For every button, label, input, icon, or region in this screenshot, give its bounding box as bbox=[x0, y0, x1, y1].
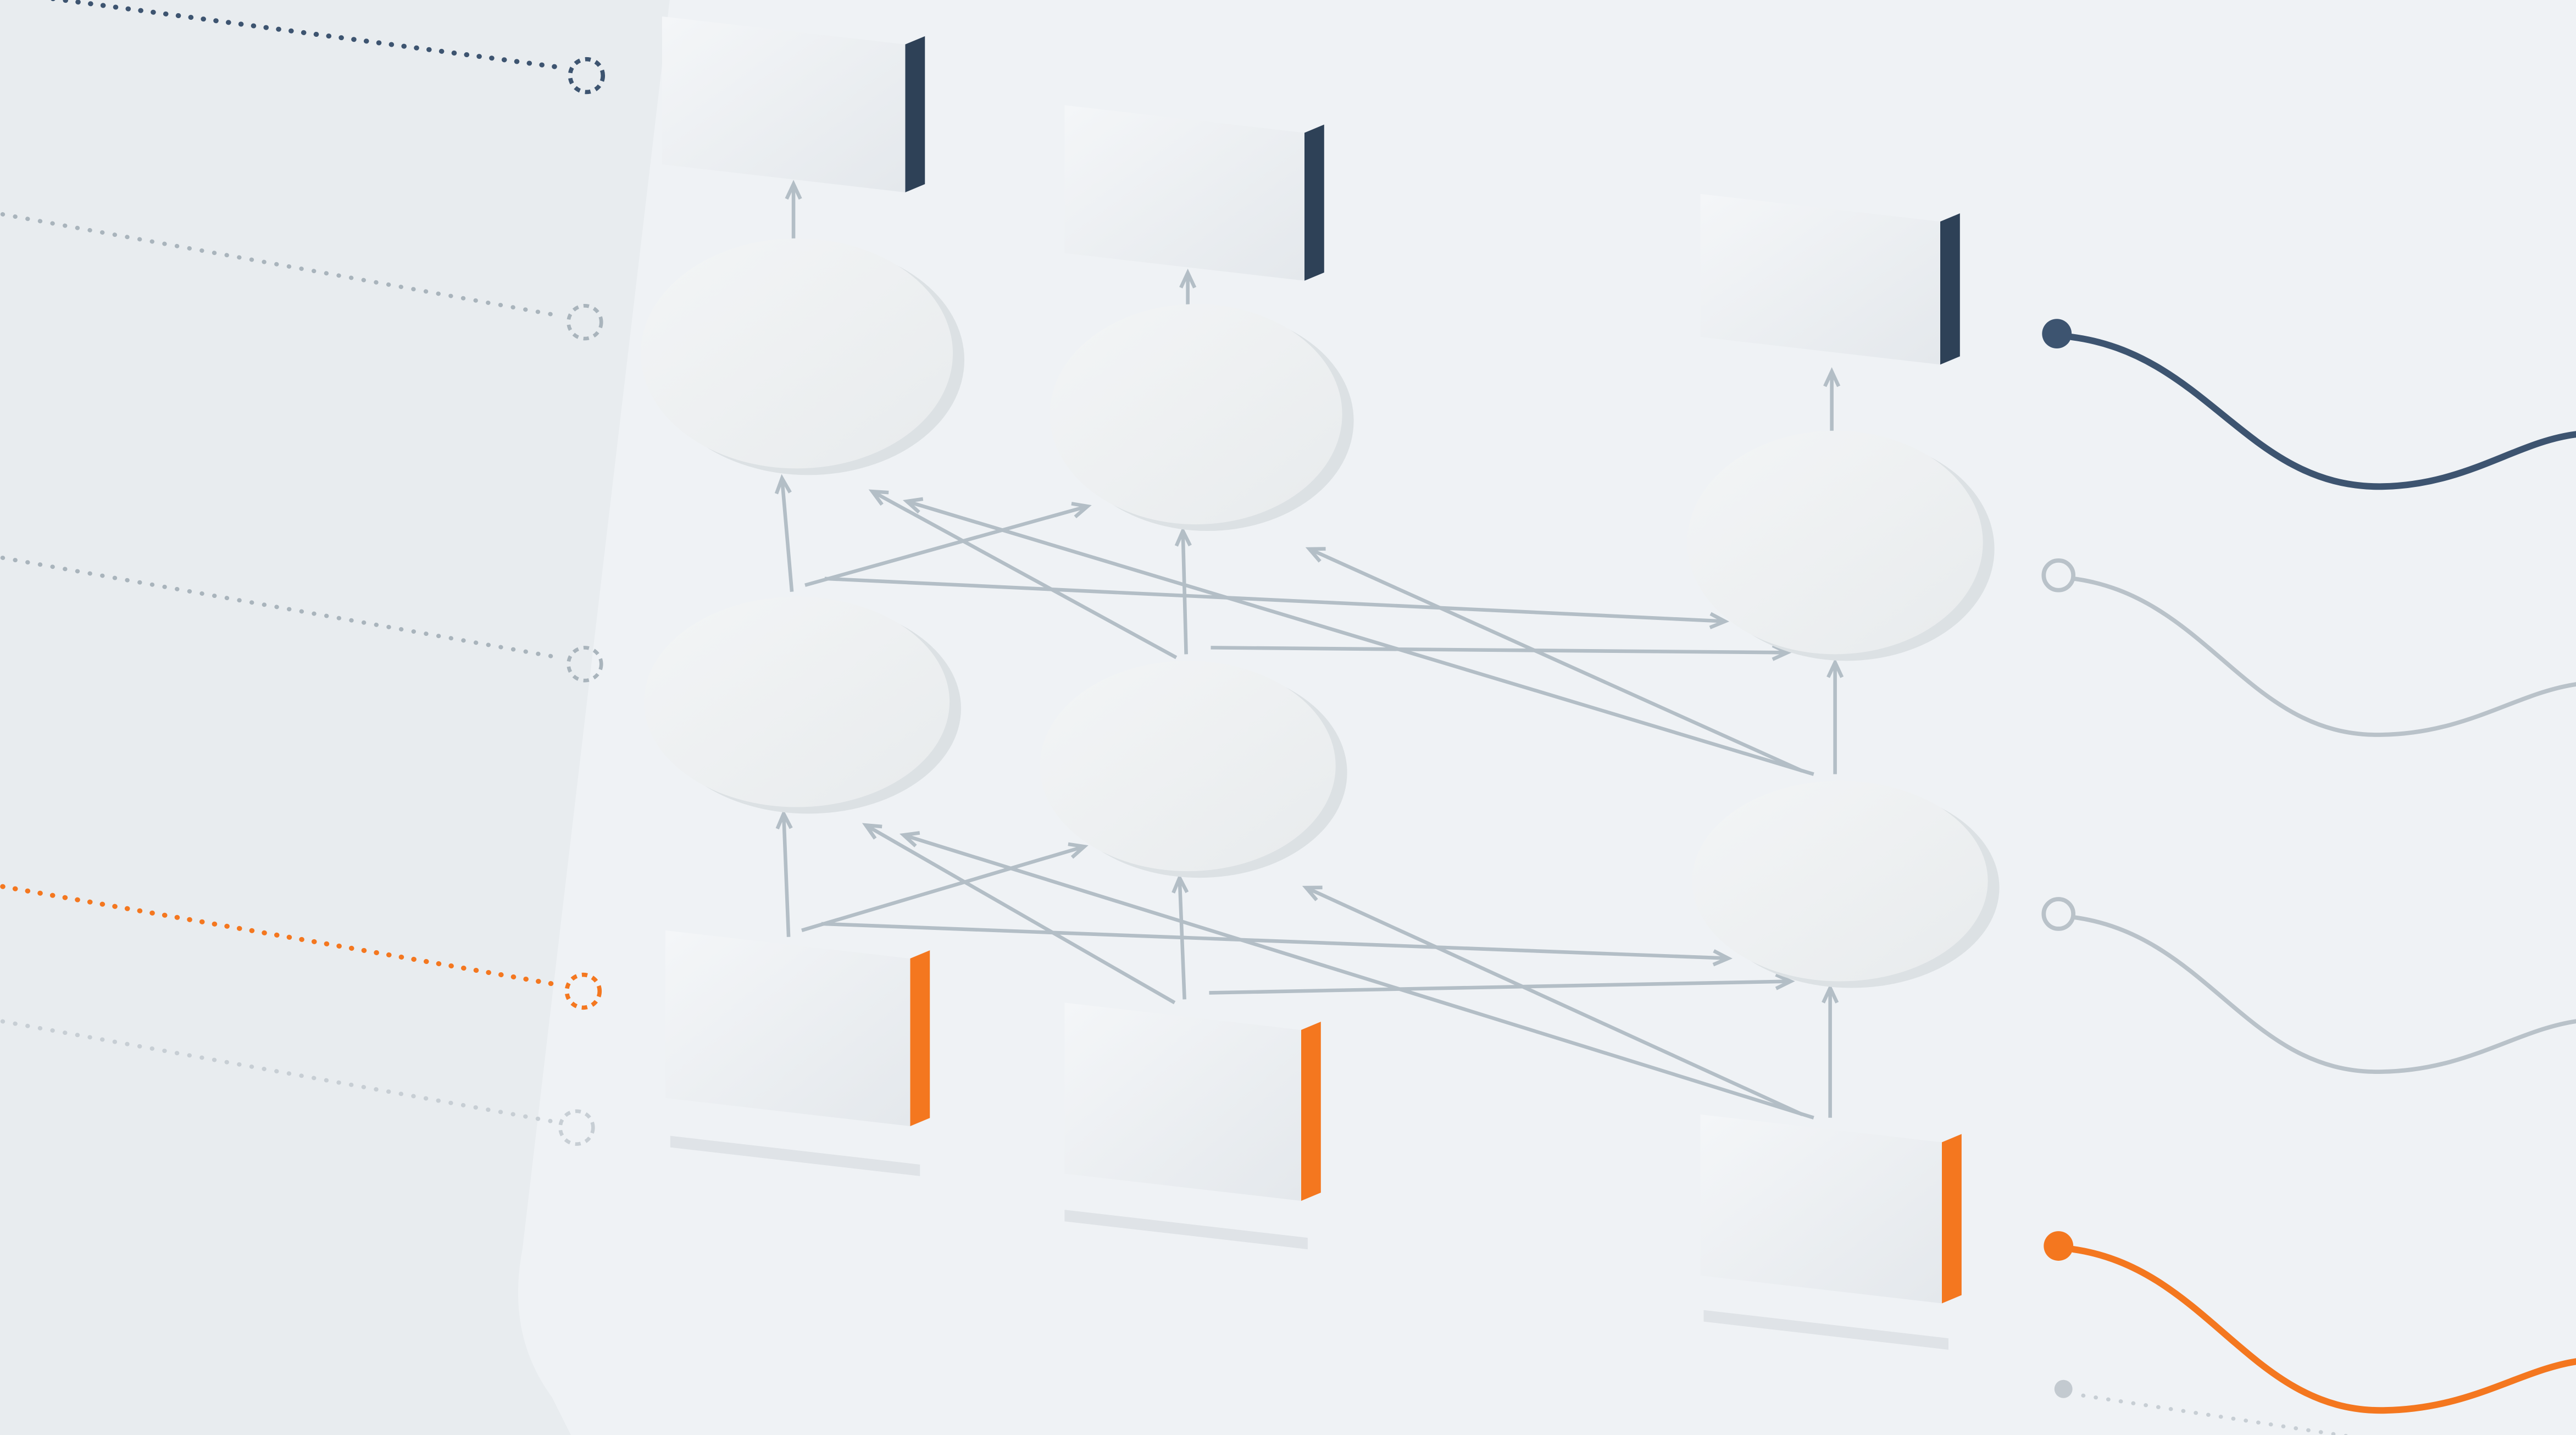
output-box-left-side bbox=[905, 36, 925, 192]
output-box-middle-face bbox=[1064, 105, 1304, 281]
connection-arrow bbox=[774, 474, 794, 592]
connection-arrows bbox=[774, 180, 1844, 1120]
output-port-orange bbox=[2044, 1231, 2074, 1261]
hidden-node-lower-left bbox=[644, 596, 962, 814]
connection-arrow bbox=[1172, 873, 1189, 1000]
dotted-line-light-ring bbox=[558, 1109, 595, 1146]
panel bbox=[518, 0, 2576, 1435]
output-port-gray-2 bbox=[2041, 897, 2076, 931]
box-shadow-left bbox=[670, 1135, 920, 1176]
connection-arrow bbox=[862, 823, 1176, 1005]
connection-arrow bbox=[824, 577, 1730, 629]
input-box-left-side bbox=[910, 950, 930, 1127]
output-curve-gray-1 bbox=[2071, 576, 2576, 737]
output-port-navy bbox=[2042, 319, 2072, 349]
input-box-middle bbox=[1064, 1002, 1321, 1201]
connection-arrow bbox=[821, 922, 1733, 967]
input-box-right-face bbox=[1700, 1114, 1942, 1304]
box-shadow-middle bbox=[1064, 1210, 1308, 1250]
dotted-line-gray-1-ring bbox=[567, 303, 603, 341]
output-box-middle bbox=[1064, 105, 1324, 281]
output-box-left bbox=[662, 16, 925, 192]
output-box-middle-side bbox=[1304, 124, 1324, 281]
dotted-line-orange bbox=[0, 883, 602, 1010]
hidden-node-upper-left bbox=[641, 238, 965, 475]
hidden-node-upper-middle bbox=[1050, 304, 1354, 531]
input-box-right-side bbox=[1941, 1134, 1962, 1304]
connection-arrow bbox=[804, 502, 1092, 587]
connection-arrow bbox=[868, 489, 1178, 660]
connection-arrow bbox=[902, 497, 1814, 776]
connection-arrow bbox=[1174, 527, 1192, 655]
output-port-gray-1 bbox=[2041, 558, 2076, 592]
dotted-line-gray-1 bbox=[0, 212, 603, 341]
dotted-line-navy-line bbox=[45, 0, 563, 70]
connection-arrow bbox=[1826, 658, 1844, 774]
connection-arrow bbox=[1209, 973, 1795, 995]
input-box-right bbox=[1700, 1114, 1962, 1304]
connection-arrow bbox=[801, 842, 1089, 932]
input-box-middle-side bbox=[1301, 1021, 1321, 1201]
connection-arrow bbox=[899, 831, 1814, 1120]
output-box-right-side bbox=[1940, 213, 1960, 365]
connection-arrow bbox=[1302, 885, 1803, 1116]
input-box-left-face bbox=[665, 930, 911, 1127]
small-dot-gray bbox=[2054, 1379, 2073, 1398]
output-box-right bbox=[1700, 193, 1960, 365]
connection-arrow bbox=[1822, 983, 1839, 1118]
hidden-node-lower-right bbox=[1692, 780, 2000, 988]
output-box-left-face bbox=[662, 16, 906, 192]
output-curve-gray-2 bbox=[2071, 915, 2576, 1074]
dotted-line-gray-2-line bbox=[0, 555, 561, 660]
input-box-middle-face bbox=[1064, 1002, 1301, 1201]
output-curve-navy bbox=[2068, 334, 2576, 490]
dotted-line-navy-ring bbox=[568, 57, 606, 95]
dotted-line-light bbox=[0, 1018, 595, 1146]
output-curve-orange bbox=[2070, 1246, 2576, 1414]
box-shadow-right bbox=[1703, 1310, 1948, 1350]
dotted-line-gray-2-ring bbox=[567, 646, 603, 683]
connection-arrow bbox=[775, 809, 793, 937]
dotted-line-orange-ring bbox=[564, 972, 602, 1010]
output-box-right-face bbox=[1700, 193, 1940, 365]
hidden-node-lower-middle bbox=[1040, 661, 1347, 878]
hidden-node-upper-right bbox=[1687, 430, 1995, 661]
dotted-tail-gray bbox=[2081, 1393, 2353, 1435]
connection-arrow bbox=[1305, 547, 1803, 773]
dotted-line-navy bbox=[45, 0, 606, 95]
dotted-line-orange-line bbox=[0, 883, 560, 987]
input-box-left bbox=[665, 930, 930, 1127]
dotted-line-gray-1-line bbox=[0, 212, 561, 318]
dotted-line-gray-2 bbox=[0, 555, 603, 683]
